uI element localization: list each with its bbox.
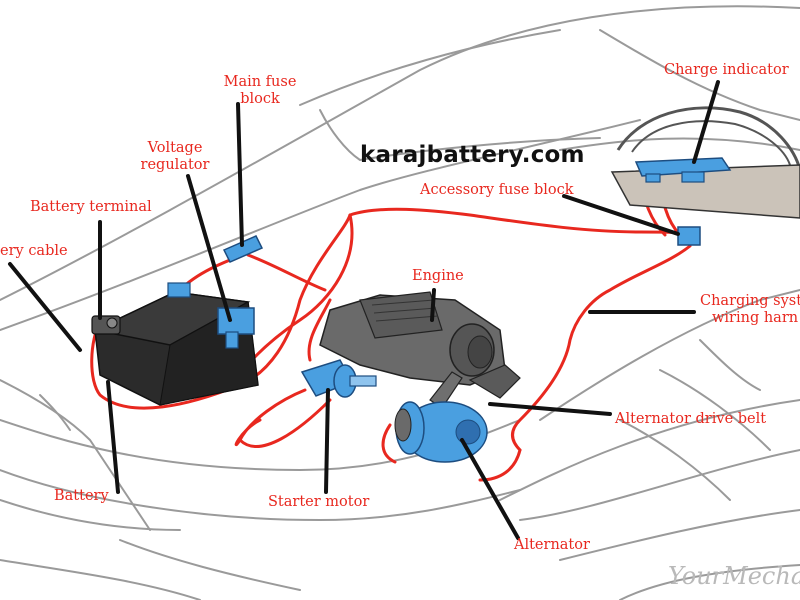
battery-terminal [91,315,121,335]
engine-label: Engine [412,268,464,284]
charging-system-wiring-label-line1: Charging syst [700,293,800,309]
charge-indicator-label: Charge indicator [664,62,789,78]
main-fuse-block-label: Main fuse block [222,74,298,108]
starter-motor [300,359,377,398]
watermark-text: karajbattery.com [360,142,585,168]
alternator-label: Alternator [514,537,590,553]
publisher-logo: YourMecha [668,562,800,590]
accessory-fuse-block-label: Accessory fuse block [420,182,574,198]
charging-system-wiring-label: Charging syst wiring harn [700,293,800,327]
main-fuse-block [222,235,264,263]
accessory-fuse-block [677,226,701,246]
battery-terminal-label: Battery terminal [30,199,152,215]
alternator [394,401,488,463]
voltage-regulator-label-line1: Voltage [147,140,203,156]
battery-cable-label: ery cable [0,243,68,259]
main-fuse-block-label-line1: Main fuse [223,74,297,90]
leader-lines [8,80,720,540]
starter-motor-label: Starter motor [268,494,370,510]
voltage-regulator [217,307,255,349]
car-outline [0,5,800,600]
engine [319,291,521,399]
battery-label: Battery [54,488,109,504]
main-fuse-block-label-line2: block [240,91,280,107]
charging-system-wiring-label-line2: wiring harn [712,310,799,326]
voltage-regulator-label: Voltage regulator [136,140,214,174]
voltage-regulator-label-line2: regulator [140,157,210,173]
alternator-drive-belt-label: Alternator drive belt [615,411,767,427]
